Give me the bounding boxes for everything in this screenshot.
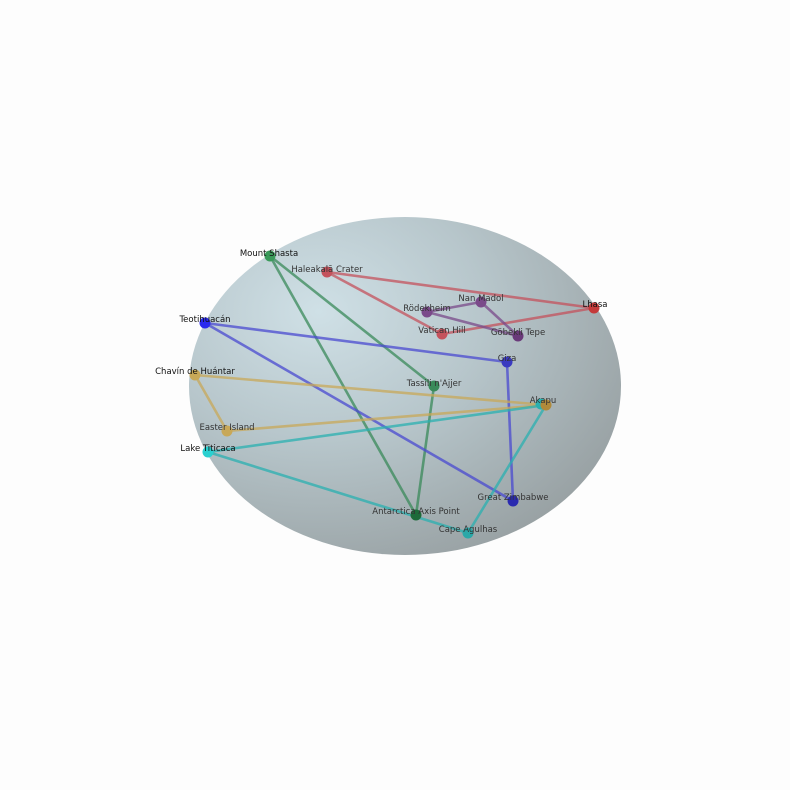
label-akapu: Akapu [530, 396, 557, 406]
link-haleakala-vatican-hill [325, 270, 444, 336]
link-teotihuacan-giza [203, 321, 509, 364]
label-great-zimbabwe: Great Zimbabwe [477, 493, 548, 503]
label-rodekheim: Rödekheim [403, 304, 451, 314]
node-teotihuacan[interactable] [199, 317, 211, 329]
link-akapu-cape-agulhas [466, 403, 548, 535]
label-teotihuacan: Teotihuacán [178, 315, 230, 325]
node-easter-island[interactable] [221, 425, 233, 437]
link-lake-titicaca-cape-agulhas [206, 450, 470, 535]
link-haleakala-lhasa [325, 270, 596, 310]
label-gobekli-tepe: Göbekli Tepe [491, 328, 545, 338]
node-akapu[interactable] [540, 399, 552, 411]
link-vatican-hill-lhasa [440, 306, 596, 336]
link-lake-titicaca-akapu [206, 403, 548, 454]
node-giza[interactable] [501, 356, 513, 368]
link-chavin-easter-island [193, 373, 229, 433]
node-lake-titicaca[interactable] [202, 446, 214, 458]
node-great-zimbabwe[interactable] [507, 495, 519, 507]
label-tassili: Tassili n'Ajjer [406, 379, 462, 389]
node-nan-madol[interactable] [475, 296, 487, 308]
label-giza: Giza [498, 354, 517, 364]
label-haleakala: Haleakalā Crater [291, 265, 363, 275]
node-haleakala[interactable] [321, 266, 333, 278]
node-antarctic[interactable] [410, 509, 422, 521]
links-layer [193, 254, 596, 535]
link-teotihuacan-great-zimbabwe [203, 321, 515, 503]
nodes-layer [189, 250, 600, 539]
label-mount-shasta: Mount Shasta [240, 249, 298, 259]
link-nan-madol-gobekli-tepe [479, 300, 520, 338]
link-rodekheim-gobekli-tepe [425, 310, 520, 338]
node-mount-shasta[interactable] [264, 250, 276, 262]
link-mount-shasta-antarctic [268, 254, 418, 517]
label-chavin: Chavín de Huántar [155, 367, 235, 377]
label-easter-island: Easter Island [199, 423, 254, 433]
link-mount-shasta-tassili [268, 254, 436, 388]
label-antarctic: Antarctica Axis Point [372, 507, 460, 517]
link-easter-island-akapu [225, 403, 548, 433]
label-lhasa: Lhasa [583, 300, 608, 310]
node-gobekli-tepe[interactable] [512, 330, 524, 342]
link-nan-madol-rodekheim [425, 300, 483, 314]
label-lake-titicaca: Lake Titicaca [180, 444, 235, 454]
node-rodekheim[interactable] [421, 306, 433, 318]
node-cape-agulhas[interactable] [462, 527, 474, 539]
node-chavin[interactable] [189, 369, 201, 381]
node-tassili[interactable] [428, 380, 440, 392]
link-chavin-akapu [193, 373, 548, 407]
label-vatican-hill: Vatican Hill [418, 326, 466, 336]
label-cape-agulhas: Cape Agulhas [439, 525, 498, 535]
label-nan-madol: Nan Madol [458, 294, 503, 304]
globe-sphere [189, 217, 621, 555]
node-lhasa[interactable] [588, 302, 600, 314]
node-vatican-hill[interactable] [436, 328, 448, 340]
link-giza-great-zimbabwe [505, 360, 515, 503]
